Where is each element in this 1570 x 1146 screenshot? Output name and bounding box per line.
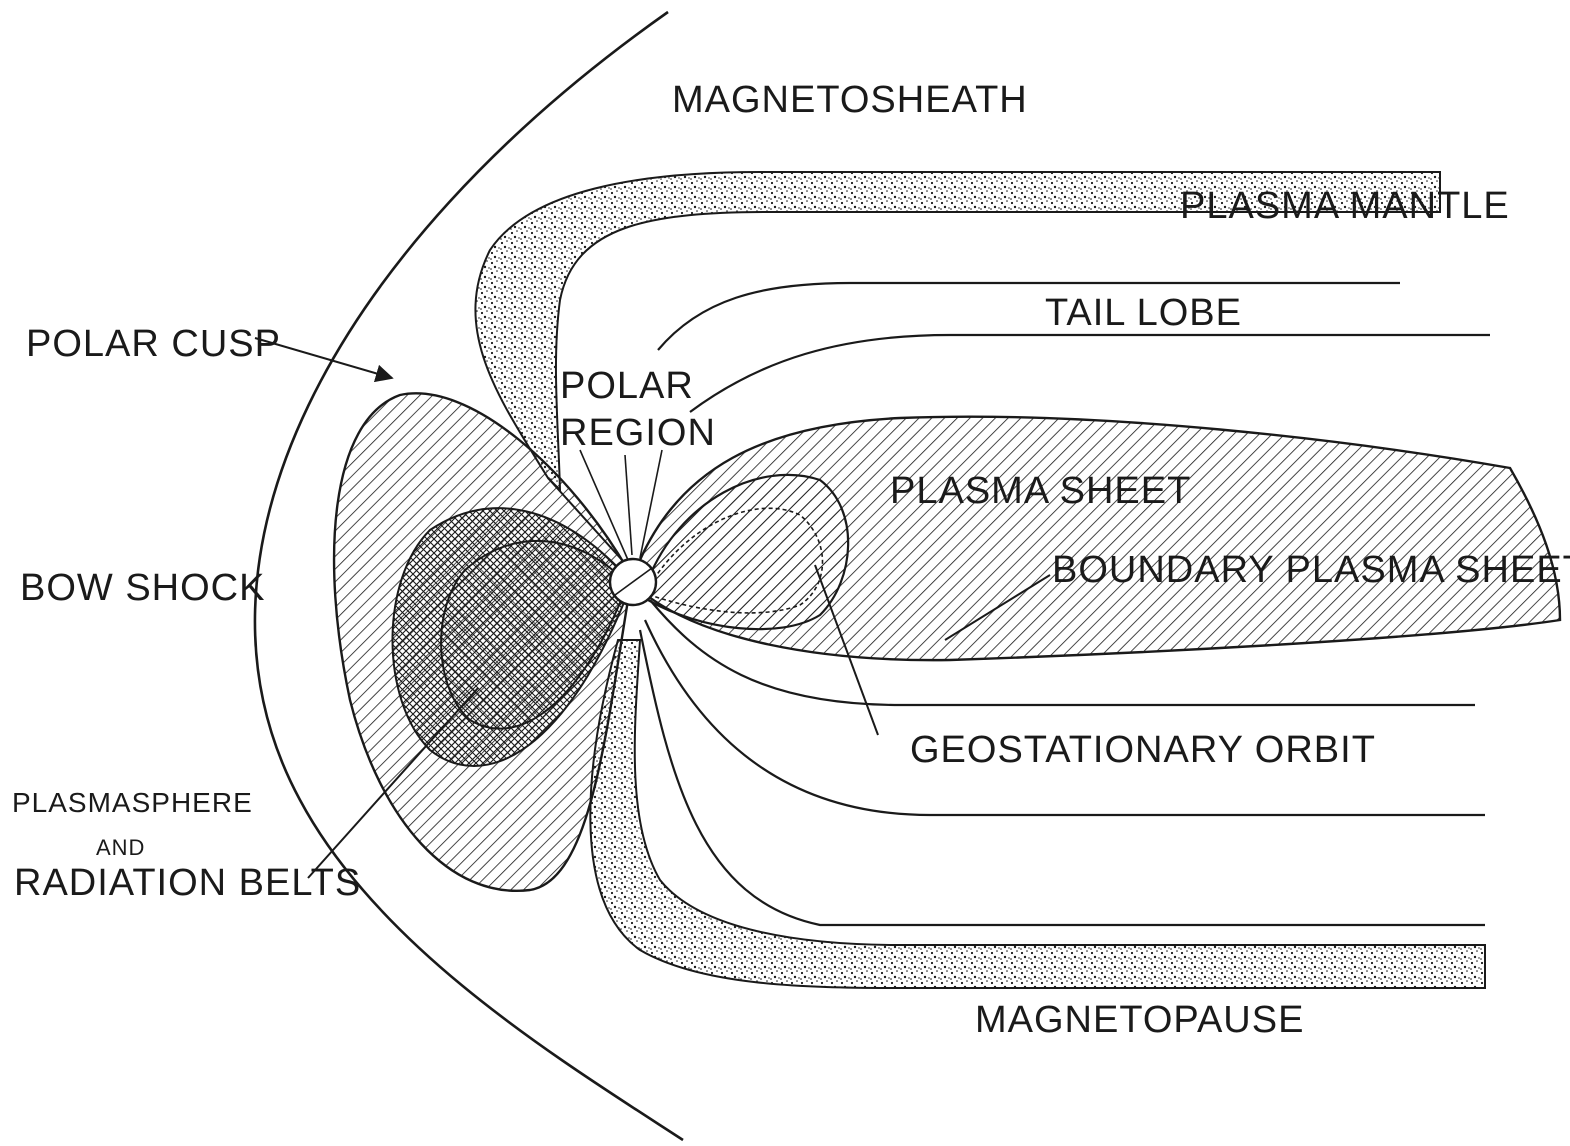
label-bow-shock: BOW SHOCK — [20, 567, 265, 609]
label-geostationary-orbit: GEOSTATIONARY ORBIT — [910, 729, 1376, 771]
lower-field-line-3 — [640, 630, 1485, 925]
label-tail-lobe: TAIL LOBE — [1045, 292, 1242, 334]
label-plasma-sheet: PLASMA SHEET — [890, 470, 1191, 512]
tail-lobe-line-1 — [658, 283, 1400, 350]
label-and: AND — [96, 835, 145, 860]
label-plasma-mantle: PLASMA MANTLE — [1180, 185, 1510, 227]
label-polar-cusp: POLAR CUSP — [26, 323, 281, 365]
label-radiation-belts: RADIATION BELTS — [14, 862, 361, 904]
label-magnetopause: MAGNETOPAUSE — [975, 999, 1304, 1041]
nightside-inner-lobe — [648, 475, 848, 629]
cusp-line-3 — [625, 455, 632, 555]
label-boundary-plasma-sheet: BOUNDARY PLASMA SHEET — [1052, 549, 1570, 591]
label-plasmasphere: PLASMASPHERE — [12, 787, 253, 818]
tail-lobe-line-2 — [690, 335, 1490, 412]
label-magnetosheath: MAGNETOSHEATH — [672, 79, 1028, 121]
label-polar-region-1: POLAR — [560, 365, 694, 407]
label-polar-region-2: REGION — [560, 412, 716, 454]
